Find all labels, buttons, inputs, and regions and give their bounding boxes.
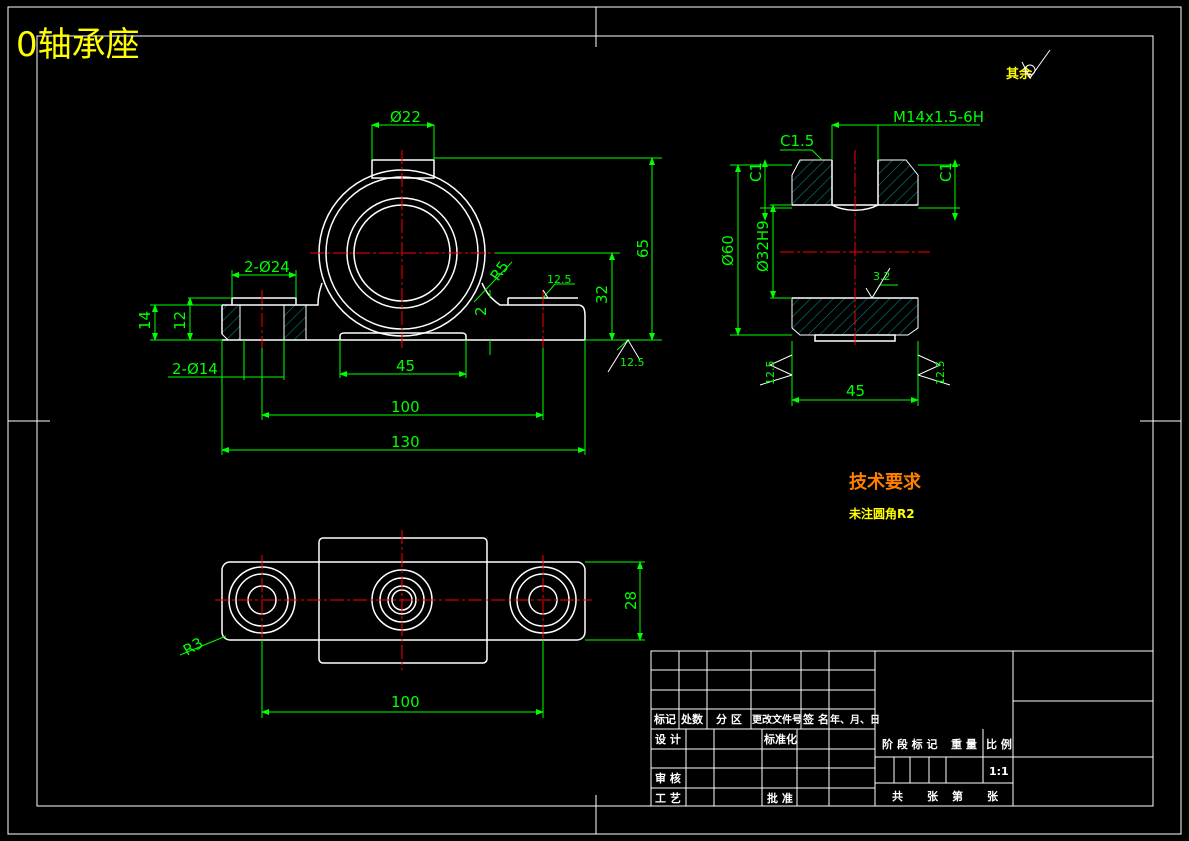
dim-bolt-hole-pair: 2-Ø14 [172, 360, 218, 378]
tb-standardize: 标准化 [763, 732, 797, 746]
dim-top-dia: Ø22 [390, 108, 421, 126]
dim-bore: Ø32H9 [754, 220, 772, 272]
dim-chamfer-right: C1 [937, 162, 955, 182]
tb-review: 审 核 [655, 771, 681, 785]
dim-hole-spacing: 100 [391, 398, 420, 416]
tb-header-zone: 分 区 [716, 712, 742, 726]
roughness-front-right: 12.5 [620, 356, 645, 369]
dim-overall-length: 130 [391, 433, 420, 451]
tb-header-change-doc: 更改文件号 [752, 713, 802, 726]
tb-scale-value: 1:1 [989, 765, 1009, 778]
tb-design: 设 计 [655, 732, 681, 746]
title-block: 标记 处数 分 区 更改文件号 签 名 年、月、日 设 计 标准化 审 核 工 … [650, 650, 1154, 807]
dim-step-2: 2 [472, 306, 490, 316]
tb-header-signature: 签 名 [802, 712, 829, 726]
dim-center-height: 32 [593, 285, 611, 304]
tb-header-mark: 标记 [653, 712, 676, 726]
dim-foot-width: 45 [396, 357, 415, 375]
dim-chamfer-top: C1.5 [780, 132, 814, 150]
front-left-foot-section-2 [283, 304, 307, 341]
tb-sheets-unit2: 张 [987, 789, 999, 803]
tb-stage-marks: 阶 段 标 记 [882, 737, 938, 751]
dim-outer-dia: Ø60 [719, 235, 737, 266]
tb-sheets-total: 共 [892, 789, 903, 803]
tb-sheet-no: 第 [952, 789, 963, 803]
tb-weight: 重 量 [951, 737, 977, 751]
surface-roughness-note: 其余 [1006, 49, 1051, 82]
roughness-front-top: 12.5 [547, 273, 572, 286]
roughness-side-left: 12.5 [764, 361, 777, 386]
top-view: R3 28 100 [179, 530, 645, 718]
dim-hole-pair: 2-Ø24 [244, 258, 290, 276]
dim-depth: 28 [622, 591, 640, 610]
dim-base-thk-14: 14 [136, 311, 154, 330]
dim-height-total: 65 [634, 239, 652, 258]
front-view: Ø22 2-Ø24 2-Ø14 45 100 130 65 32 14 12 2… [136, 108, 662, 455]
tb-approve: 批 准 [767, 791, 793, 805]
side-upper-section [791, 159, 833, 206]
front-left-foot-section [221, 304, 241, 341]
dim-thread: M14x1.5-6H [893, 108, 984, 126]
side-view: M14x1.5-6H C1.5 C1 C1 Ø60 Ø32H9 45 3.2 1… [719, 108, 984, 406]
tb-scale-label: 比 例 [986, 737, 1012, 751]
tb-header-count: 处数 [680, 712, 704, 726]
roughness-side-right: 12.5 [934, 361, 947, 386]
drawing-title: 0轴承座 [16, 25, 140, 65]
dim-base-thk-12: 12 [171, 311, 189, 330]
dim-top-hole-spacing: 100 [391, 693, 420, 711]
dim-corner-radius: R3 [180, 634, 206, 660]
roughness-bore: 3.2 [873, 270, 891, 283]
tb-process: 工 艺 [655, 791, 681, 805]
tech-requirements-note: 未注圆角R2 [848, 506, 915, 521]
surface-note-label: 其余 [1006, 66, 1033, 82]
sheet-border [7, 6, 1182, 835]
tb-sheets-unit1: 张 [927, 789, 939, 803]
tb-header-date: 年、月、日 [830, 713, 880, 726]
dim-chamfer-left: C1 [747, 162, 765, 182]
dim-fillet: R5 [487, 258, 513, 285]
dim-side-width: 45 [846, 382, 865, 400]
side-upper-section-2 [877, 159, 919, 206]
tech-requirements-heading: 技术要求 [849, 471, 922, 493]
